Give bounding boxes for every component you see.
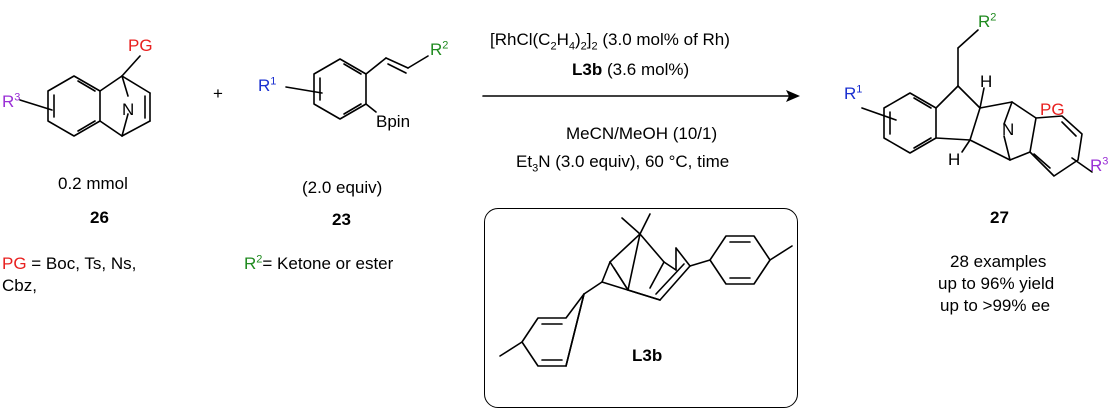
reactant-23-number: 23 — [332, 210, 351, 229]
reactant-26-number: 26 — [90, 208, 109, 227]
note-pg-definition-cont: Cbz, — [2, 276, 37, 295]
note-pg-definition: PG = Boc, Ts, Ns, — [2, 254, 137, 273]
reactant-23-r2: R2 — [430, 39, 449, 59]
reactant-23-bpin: Bpin — [376, 112, 411, 131]
structure-27 — [861, 29, 1093, 177]
structure-26 — [19, 55, 151, 137]
product-summary-examples: 28 examples — [950, 252, 1047, 271]
structure-23 — [285, 55, 429, 120]
product-r2: R2 — [978, 11, 997, 31]
reactant-23-r1: R1 — [258, 75, 277, 95]
product-h-bottom: H — [948, 150, 961, 169]
reactant-26-r3: R3 — [2, 91, 21, 111]
reactant-23-equiv: (2.0 equiv) — [302, 178, 383, 197]
product-summary-ee: up to >99% ee — [940, 296, 1051, 315]
product-pg: PG — [1040, 100, 1065, 119]
reactant-26-amount: 0.2 mmol — [58, 174, 128, 193]
ligand-box-label: L3b — [632, 346, 663, 365]
condition-solvent: MeCN/MeOH (10/1) — [566, 124, 718, 143]
plus-sign: + — [213, 84, 223, 103]
note-r2-definition: R2= Ketone or ester — [244, 253, 394, 273]
product-r1: R1 — [844, 83, 863, 103]
product-n: N — [1002, 120, 1015, 139]
product-summary-yield: up to 96% yield — [938, 274, 1055, 293]
condition-ligand: L3b (3.6 mol%) — [572, 60, 690, 79]
reactant-26-n: N — [122, 100, 135, 119]
structure-L3b — [499, 213, 793, 367]
condition-catalyst: [RhCl(C2H4)2]2 (3.0 mol% of Rh) — [490, 30, 730, 53]
ligand-box — [484, 208, 798, 408]
reactant-26-pg: PG — [128, 36, 153, 55]
product-r3: R3 — [1090, 155, 1109, 175]
reaction-arrow — [482, 90, 800, 102]
product-h-top: H — [980, 72, 993, 91]
condition-base-temp: Et3N (3.0 equiv), 60 °C, time — [516, 152, 730, 175]
product-number: 27 — [990, 208, 1009, 227]
